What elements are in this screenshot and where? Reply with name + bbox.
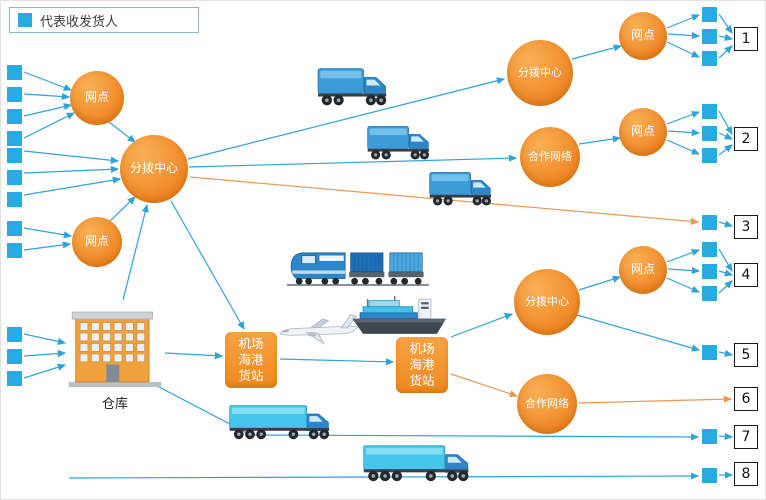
consignee-square bbox=[702, 7, 717, 22]
outlet-node: 网点 bbox=[619, 108, 667, 156]
endpoint-box: 2 bbox=[734, 127, 758, 151]
ship-icon bbox=[352, 296, 446, 334]
consignee-square bbox=[702, 468, 717, 483]
shipper-square bbox=[7, 65, 22, 80]
distribution-center-node: 分拨中心 bbox=[514, 269, 580, 335]
cargo-terminal-left: 机场 海港 货站 bbox=[225, 332, 277, 388]
distribution-center-node: 分拨中心 bbox=[120, 135, 188, 203]
shipper-square bbox=[7, 87, 22, 102]
outlet-node: 网点 bbox=[619, 246, 667, 294]
truck-icon bbox=[367, 126, 430, 160]
shipper-square bbox=[7, 243, 22, 258]
warehouse-label: 仓库 bbox=[101, 397, 128, 412]
outlet-node: 网点 bbox=[72, 217, 122, 267]
legend-square-icon bbox=[18, 13, 32, 27]
consignee-square bbox=[702, 215, 717, 230]
shipper-square bbox=[7, 371, 22, 386]
endpoint-box: 1 bbox=[734, 27, 758, 51]
outlet-node: 网点 bbox=[619, 12, 667, 60]
endpoint-box: 7 bbox=[734, 425, 758, 449]
distribution-center-node: 分拨中心 bbox=[507, 40, 573, 106]
train-icon bbox=[287, 252, 429, 286]
shipper-square bbox=[7, 221, 22, 236]
shipper-square bbox=[7, 192, 22, 207]
shipper-square bbox=[7, 131, 22, 146]
airplane-icon bbox=[279, 314, 359, 345]
endpoint-box: 8 bbox=[734, 462, 758, 486]
shipper-square bbox=[7, 148, 22, 163]
consignee-square bbox=[702, 345, 717, 360]
endpoint-box: 4 bbox=[734, 263, 758, 287]
shipper-square bbox=[7, 109, 22, 124]
endpoint-box: 5 bbox=[734, 343, 758, 367]
endpoint-box: 6 bbox=[734, 387, 758, 411]
consignee-square bbox=[702, 29, 717, 44]
outlet-node: 网点 bbox=[70, 71, 124, 125]
legend-label: 代表收发货人 bbox=[40, 14, 119, 30]
consignee-square bbox=[702, 126, 717, 141]
partner-network-node: 合作网络 bbox=[520, 127, 580, 187]
shipper-square bbox=[7, 349, 22, 364]
consignee-square bbox=[702, 51, 717, 66]
consignee-square bbox=[702, 286, 717, 301]
consignee-square bbox=[702, 429, 717, 444]
legend: 代表收发货人 bbox=[9, 7, 199, 33]
consignee-square bbox=[702, 242, 717, 257]
consignee-square bbox=[702, 148, 717, 163]
endpoint-box: 3 bbox=[734, 215, 758, 239]
shipper-square bbox=[7, 170, 22, 185]
truck-icon bbox=[429, 172, 492, 206]
partner-network-node: 合作网络 bbox=[517, 374, 577, 434]
truck-icon bbox=[317, 68, 387, 106]
truck-icon bbox=[363, 445, 469, 482]
truck-icon bbox=[229, 405, 330, 440]
consignee-square bbox=[702, 104, 717, 119]
cargo-terminal-right: 机场 海港 货站 bbox=[396, 337, 448, 393]
warehouse-icon bbox=[68, 311, 162, 388]
consignee-square bbox=[702, 264, 717, 279]
shipper-square bbox=[7, 327, 22, 342]
